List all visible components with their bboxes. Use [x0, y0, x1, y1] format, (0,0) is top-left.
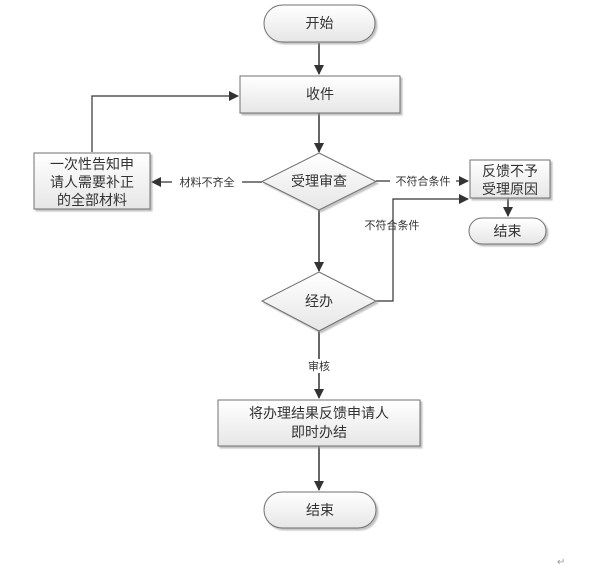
- edge-label-not-qualified-1: 不符合条件: [396, 174, 451, 188]
- end-reject-node: 结束: [468, 217, 547, 245]
- notify-line-3: 的全部材料: [57, 192, 127, 209]
- end-label: 结束: [306, 503, 334, 519]
- edge-label-audit: 审核: [308, 359, 330, 373]
- end-reject-label: 结束: [494, 224, 522, 240]
- reject-line-1: 反馈不予: [482, 164, 538, 180]
- reject-line-2: 受理原因: [482, 182, 538, 198]
- edge-handle-reject: [376, 194, 469, 302]
- edge-label-incomplete: 材料不齐全: [180, 175, 235, 189]
- paragraph-mark: ↵: [557, 557, 566, 568]
- notify-line-2: 请人需要补正: [50, 175, 134, 191]
- review-decision: 受理审查: [260, 152, 378, 211]
- review-label: 受理审查: [291, 174, 347, 190]
- receive-node: 收件: [239, 75, 401, 114]
- result-node: 将办理结果反馈申请人 即时办结: [217, 399, 421, 447]
- result-line-2: 即时办结: [291, 425, 347, 441]
- result-line-1: 将办理结果反馈申请人: [249, 406, 389, 422]
- edge-notify-receive: [91, 91, 239, 152]
- handle-decision: 经办: [260, 271, 378, 332]
- edge-label-not-qualified-2: 不符合条件: [365, 218, 420, 232]
- end-node: 结束: [263, 491, 377, 529]
- notify-line-1: 一次性告知申: [50, 156, 134, 173]
- handle-label: 经办: [305, 294, 333, 310]
- notify-node: 一次性告知申 请人需要补正 的全部材料: [33, 152, 151, 210]
- reject-node: 反馈不予 受理原因: [469, 159, 551, 199]
- start-label: 开始: [306, 16, 334, 32]
- start-node: 开始: [263, 4, 376, 43]
- receive-label: 收件: [306, 87, 334, 103]
